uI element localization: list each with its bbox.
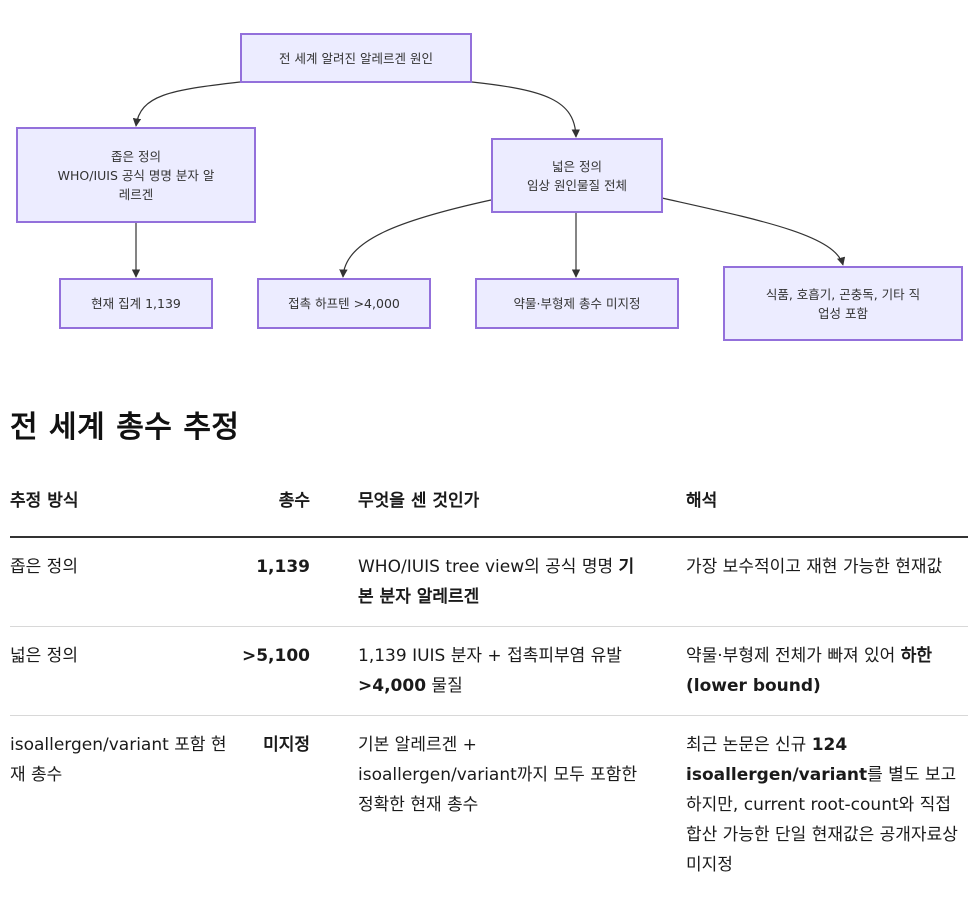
text-segment: 최근 논문은 신규 <box>686 735 812 755</box>
table-header-row: 추정 방식 총수 무엇을 센 것인가 해석 <box>10 478 968 537</box>
bold-text: 124 isoallergen/variant <box>686 735 868 785</box>
text-segment: 가장 보수적이고 재현 가능한 현재값 <box>686 557 943 577</box>
text-segment: 1,139 IUIS 분자 + 접촉피부염 유발 <box>358 646 622 666</box>
cell-interpretation: 가장 보수적이고 재현 가능한 현재값 <box>638 537 968 627</box>
text-segment: 기본 알레르겐 + isoallergen/variant까지 모두 포함한 정… <box>358 735 638 815</box>
header-what: 무엇을 센 것인가 <box>358 491 480 511</box>
header-interpretation: 해석 <box>686 491 718 511</box>
cell-method: isoallergen/variant 포함 현재 총수 <box>10 735 227 785</box>
node-root: 전 세계 알려진 알레르겐 원인 <box>240 33 472 83</box>
table-row: isoallergen/variant 포함 현재 총수 미지정 기본 알레르겐… <box>10 716 968 895</box>
edge-broad-hapten <box>339 199 492 278</box>
node-current-count: 현재 집계 1,139 <box>59 278 213 329</box>
cell-interpretation: 약물·부형제 전체가 빠져 있어 하한 (lower bound) <box>638 627 968 716</box>
node-broad-definition: 넓은 정의 임상 원인물질 전체 <box>491 138 663 213</box>
bold-text: >4,000 <box>358 676 427 696</box>
node-food-respiratory: 식품, 호흡기, 곤충독, 기타 직 업성 포함 <box>723 266 963 341</box>
bold-text: 기본 분자 알레르겐 <box>358 557 635 607</box>
cell-what: 1,139 IUIS 분자 + 접촉피부염 유발 >4,000 물질 <box>310 627 638 716</box>
edge-root-broad <box>471 81 580 138</box>
text-segment: 물질 <box>426 676 463 696</box>
header-total: 총수 <box>278 491 310 511</box>
header-method: 추정 방식 <box>10 491 79 511</box>
cell-total: >5,100 <box>241 646 310 666</box>
node-drug-excipient: 약물·부형제 총수 미지정 <box>475 278 679 329</box>
cell-what: WHO/IUIS tree view의 공식 명명 기본 분자 알레르겐 <box>310 537 638 627</box>
cell-method: 좁은 정의 <box>10 557 78 577</box>
cell-method: 넓은 정의 <box>10 646 78 666</box>
node-contact-hapten: 접촉 하프텐 >4,000 <box>257 278 431 329</box>
cell-total: 1,139 <box>256 557 310 577</box>
cell-what: 기본 알레르겐 + isoallergen/variant까지 모두 포함한 정… <box>310 716 638 895</box>
table-body: 좁은 정의 1,139 WHO/IUIS tree view의 공식 명명 기본… <box>10 537 968 894</box>
flowchart-edges <box>131 81 846 278</box>
table-row: 좁은 정의 1,139 WHO/IUIS tree view의 공식 명명 기본… <box>10 537 968 627</box>
edge-root-narrow <box>132 81 241 127</box>
cell-interpretation: 최근 논문은 신규 124 isoallergen/variant를 별도 보고… <box>638 716 968 895</box>
bold-text: 하한 (lower bound) <box>686 646 932 696</box>
table-row: 넓은 정의 >5,100 1,139 IUIS 분자 + 접촉피부염 유발 >4… <box>10 627 968 716</box>
edge-broad-food <box>661 197 846 266</box>
text-segment: 를 별도 보고하지만, current root-count와 직접 합산 가능… <box>686 765 958 875</box>
allergen-flowchart: 전 세계 알려진 알레르겐 원인 좁은 정의 WHO/IUIS 공식 명명 분자… <box>0 0 975 350</box>
text-segment: 약물·부형제 전체가 빠져 있어 <box>686 646 901 666</box>
section-title: 전 세계 총수 추정 <box>10 410 240 445</box>
node-narrow-definition: 좁은 정의 WHO/IUIS 공식 명명 분자 알 레르겐 <box>16 127 256 223</box>
text-segment: WHO/IUIS tree view의 공식 명명 <box>358 557 619 577</box>
estimate-table: 추정 방식 총수 무엇을 센 것인가 해석 좁은 정의 1,139 WHO/IU… <box>10 478 968 894</box>
cell-total: 미지정 <box>263 735 310 755</box>
